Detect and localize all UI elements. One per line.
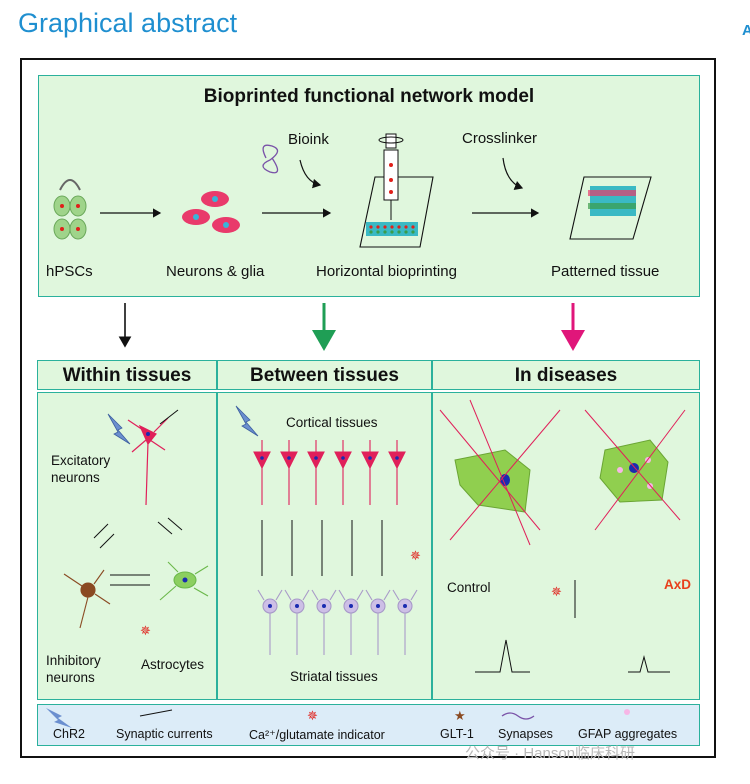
control-trace xyxy=(475,639,530,673)
bioink-label: Bioink xyxy=(288,131,329,148)
patterned-tissue-icon xyxy=(569,176,652,240)
patterned-tissue-label: Patterned tissue xyxy=(551,263,660,280)
cortical-neuron-icon xyxy=(307,440,325,505)
cortical-tissues-label: Cortical tissues xyxy=(286,415,378,430)
striatal-neuron-icon xyxy=(338,589,364,655)
axd-label: AxD xyxy=(664,577,692,592)
top-panel xyxy=(38,75,700,297)
axd-trace xyxy=(628,655,670,673)
neurons-glia-icon xyxy=(182,191,240,233)
projection-arrows xyxy=(261,520,383,576)
legend-chr2: ChR2 xyxy=(53,727,85,741)
synaptic-currents-icon xyxy=(139,709,173,717)
legend-synaptic-currents: Synaptic currents xyxy=(116,727,213,741)
glt1-icon: ★ xyxy=(454,708,466,723)
bioprinter-icon xyxy=(359,133,434,248)
cortical-neuron-icon xyxy=(361,440,379,505)
striatal-neuron-icon xyxy=(257,589,283,655)
indicator-icon: ✵ xyxy=(140,623,151,638)
gfap-aggregates-icon xyxy=(624,709,630,715)
indicator-icon: ✵ xyxy=(551,584,562,599)
electrode-icon xyxy=(159,409,179,425)
lightning-icon xyxy=(107,413,131,445)
control-label: Control xyxy=(447,580,491,595)
striatal-neuron-icon xyxy=(284,589,310,655)
hpsc-cells-icon xyxy=(53,179,87,240)
indicator-icon: ✵ xyxy=(307,708,318,723)
cortical-neuron-icon xyxy=(388,440,406,505)
cortical-neuron-icon xyxy=(280,440,298,505)
abstract-frame xyxy=(20,58,716,758)
striatal-neuron-row xyxy=(257,589,418,655)
arrow-icon xyxy=(93,523,109,539)
astrocytes-label: Astrocytes xyxy=(141,657,205,672)
neurons-glia-label: Neurons & glia xyxy=(166,263,265,280)
bioink-icon xyxy=(262,144,279,174)
legend-synapses: Synapses xyxy=(498,727,553,741)
hpscs-label: hPSCs xyxy=(46,263,93,280)
lightning-icon xyxy=(235,405,259,437)
striatal-neuron-icon xyxy=(311,589,337,655)
cortical-neuron-row xyxy=(253,440,406,505)
cortical-neuron-icon xyxy=(334,440,352,505)
striatal-tissues-label: Striatal tissues xyxy=(290,669,378,684)
striatal-neuron-icon xyxy=(392,589,418,655)
cropped-edge-text: A xyxy=(742,22,750,39)
indicator-icon: ✵ xyxy=(410,548,421,563)
page-title: Graphical abstract xyxy=(18,8,238,38)
excitatory-neurons-label: Excitatory neurons xyxy=(51,453,111,485)
legend-glt1: GLT-1 xyxy=(440,727,474,741)
legend-calcium-indicator: Ca²⁺/glutamate indicator xyxy=(249,728,385,742)
within-tissues-header: Within tissues xyxy=(37,360,217,390)
in-diseases-panel xyxy=(432,392,700,700)
astrocyte-icon xyxy=(159,561,209,601)
cortical-neuron-icon xyxy=(253,440,271,505)
striatal-neuron-icon xyxy=(365,589,391,655)
horizontal-bioprinting-label: Horizontal bioprinting xyxy=(316,263,457,280)
legend-bar xyxy=(37,704,700,746)
excitatory-neuron-icon xyxy=(127,417,169,506)
axd-astrocyte-icon xyxy=(584,409,686,531)
chr2-icon xyxy=(46,708,72,728)
legend-gfap-aggregates: GFAP aggregates xyxy=(578,727,678,741)
inhibitory-neuron-icon xyxy=(63,569,111,629)
watermark: 公众号 · Hanson临床科研 xyxy=(465,745,636,762)
top-panel-heading: Bioprinted functional network model xyxy=(203,86,535,107)
crosslinker-label: Crosslinker xyxy=(462,130,538,147)
between-tissues-header: Between tissues xyxy=(217,360,432,390)
control-astrocyte-icon xyxy=(439,399,561,546)
in-diseases-header: In diseases xyxy=(432,360,700,390)
within-tissues-panel xyxy=(37,392,217,700)
synapses-icon xyxy=(501,712,535,720)
inhibitory-neurons-label: Inhibitory neurons xyxy=(46,653,101,685)
